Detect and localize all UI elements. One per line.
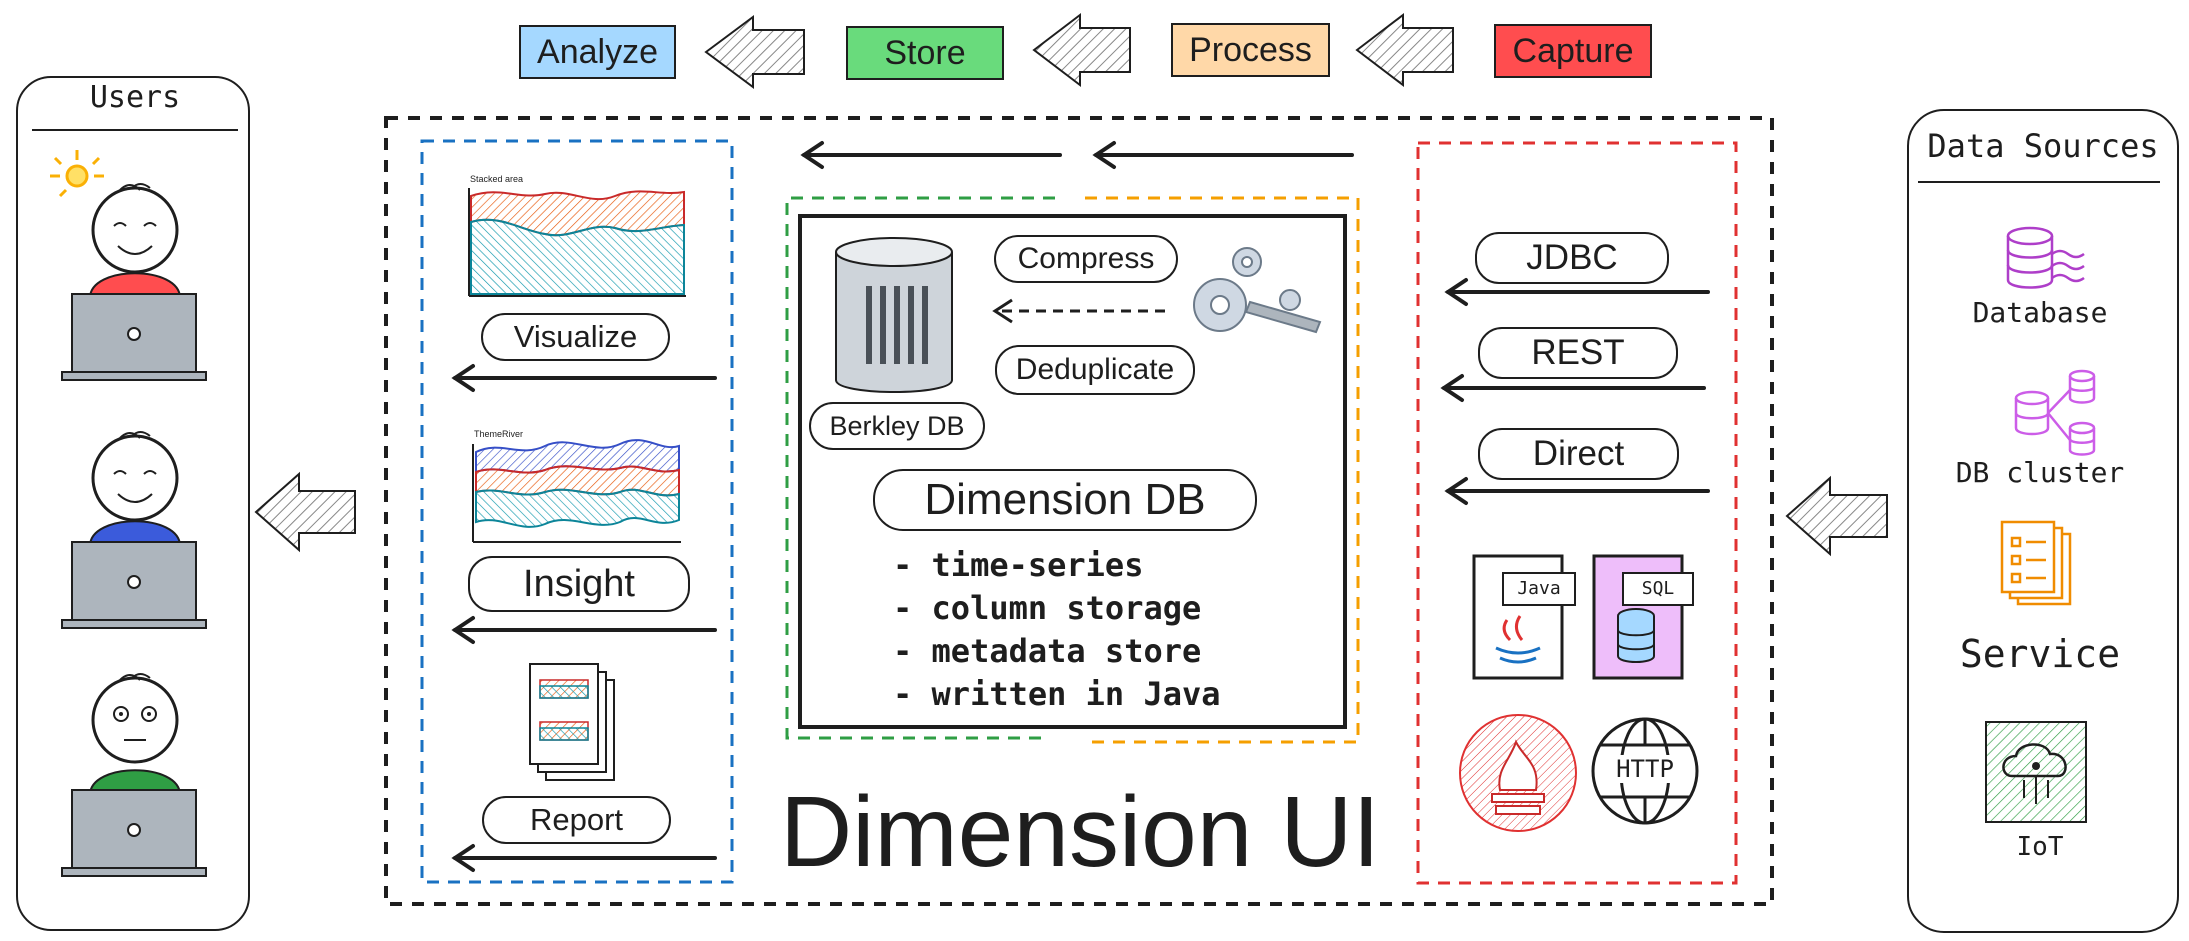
- users-title: Users: [89, 80, 181, 115]
- dimension-db-pill: Dimension DB: [873, 469, 1257, 531]
- prometheus-icon: [1459, 714, 1577, 832]
- theme-river-chart: [472, 439, 681, 543]
- user-2: [61, 431, 207, 629]
- user-1: [61, 183, 207, 381]
- java-tag: Java: [1502, 572, 1576, 606]
- theme-river-title: ThemeRiver: [474, 429, 524, 439]
- lightbulb-icon: [50, 150, 104, 198]
- database-icon: [2006, 226, 2085, 289]
- users-panel: [16, 76, 250, 931]
- iot-label: IoT: [2016, 832, 2064, 862]
- report-pill: Report: [482, 796, 671, 844]
- pipeline-arrow-2: [1032, 12, 1131, 88]
- stacked-area-chart: [468, 188, 686, 297]
- analyze-stage: Analyze: [519, 25, 676, 79]
- sources-panel: [1907, 109, 2179, 933]
- deduplicate-pill: Deduplicate: [995, 345, 1195, 395]
- process-bracket: [1085, 196, 1360, 744]
- to-users-arrow: [254, 471, 356, 553]
- dimension-ui-frame: [384, 116, 1774, 906]
- pipeline-arrow-1: [704, 15, 805, 89]
- user-3: [61, 673, 207, 877]
- dedupe-arrow: [992, 298, 1165, 324]
- analyze-panel: [420, 139, 734, 884]
- compress-pill: Compress: [994, 235, 1178, 283]
- flow-arrows-right: [1440, 278, 1710, 505]
- feature-4: - written in Java: [893, 675, 1221, 713]
- berkley-db-pill: Berkley DB: [809, 402, 985, 450]
- feature-3: - metadata store: [893, 632, 1202, 670]
- process-stage: Process: [1171, 23, 1330, 77]
- flow-arrows-left: [451, 364, 717, 872]
- service-label: Service: [1959, 632, 2121, 676]
- database-label: Database: [1972, 296, 2108, 329]
- app-title: Dimension UI: [780, 776, 1381, 888]
- from-sources-arrow: [1785, 475, 1888, 557]
- berkley-db-cylinder-icon: [835, 237, 953, 393]
- db-cluster-icon: [2014, 369, 2096, 456]
- capture-stage: Capture: [1494, 24, 1652, 78]
- sql-tag: SQL: [1622, 572, 1694, 606]
- http-label: HTTP: [1610, 755, 1680, 783]
- feature-1: - time-series: [893, 546, 1144, 584]
- store-stage: Store: [846, 26, 1004, 80]
- service-icon: [2000, 520, 2072, 606]
- store-bracket: [785, 196, 1055, 740]
- report-icon: [529, 663, 615, 781]
- direct-pill: Direct: [1478, 428, 1679, 480]
- db-cluster-label: DB cluster: [1955, 456, 2125, 489]
- insight-pill: Insight: [468, 556, 690, 612]
- capture-panel: [1416, 141, 1738, 885]
- data-sources-title: Data Sources: [1927, 127, 2159, 165]
- rest-pill: REST: [1478, 327, 1678, 379]
- storage-box: [798, 214, 1347, 729]
- pipeline-arrow-3: [1355, 12, 1454, 88]
- visualize-pill: Visualize: [481, 313, 670, 361]
- feature-2: - column storage: [893, 589, 1202, 627]
- flow-arrows-top: [800, 141, 1354, 169]
- gears-icon: [1193, 247, 1322, 334]
- stacked-area-title: Stacked area: [470, 174, 524, 184]
- iot-icon: [1985, 721, 2087, 823]
- jdbc-pill: JDBC: [1475, 232, 1669, 284]
